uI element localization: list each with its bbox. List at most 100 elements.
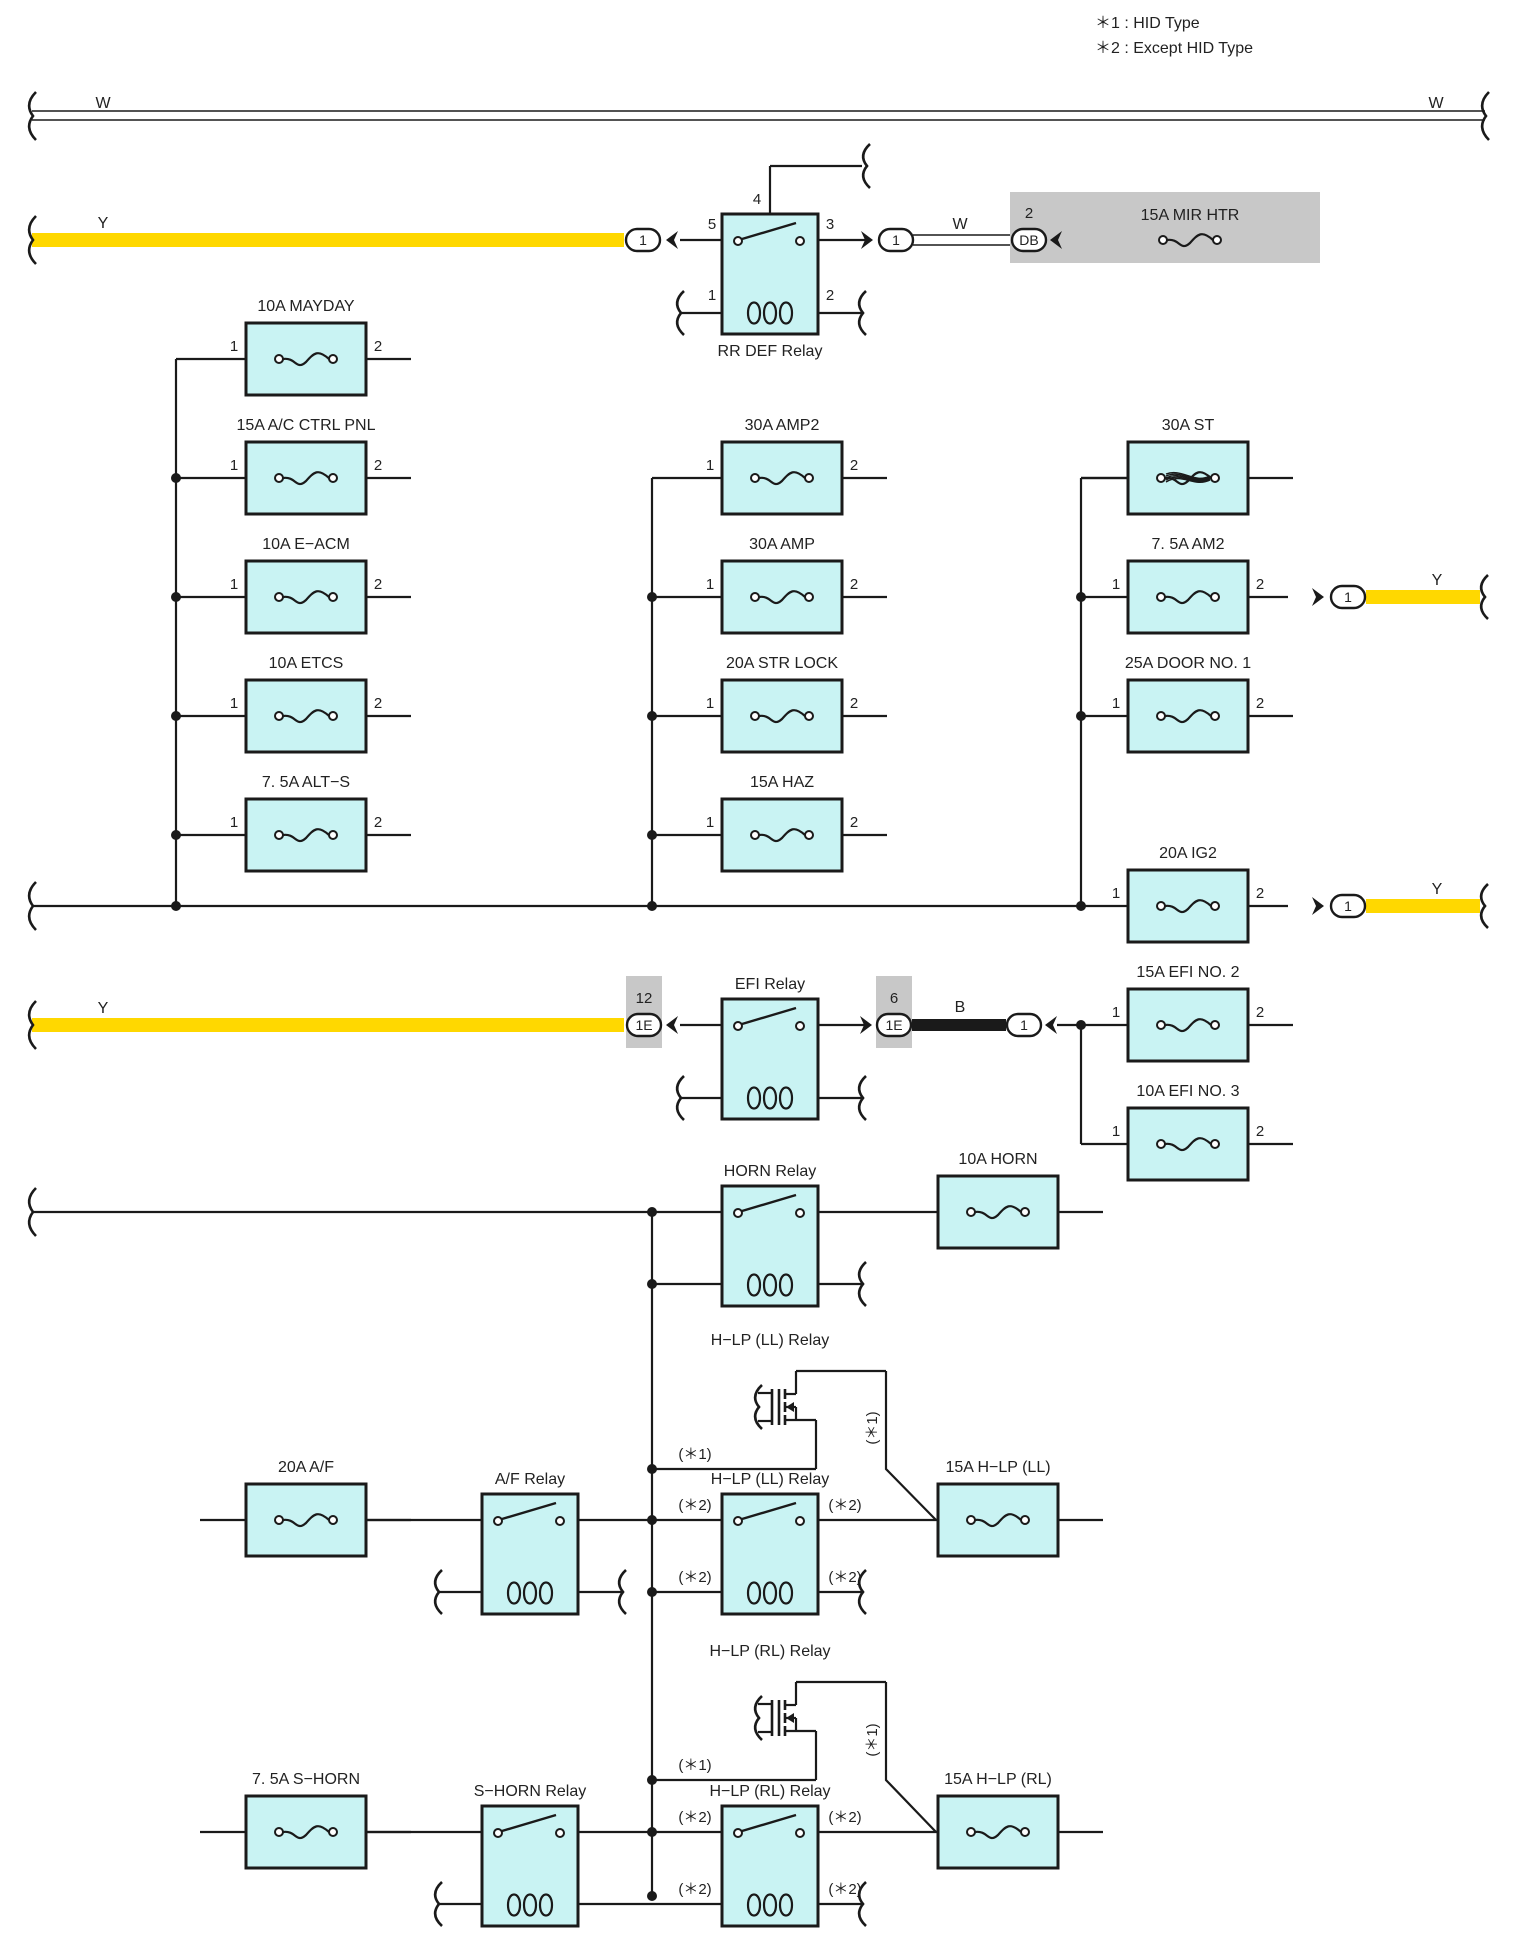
fuse-terminal [274,354,284,364]
relay-af [480,1492,580,1616]
relay-coil [746,301,794,325]
fuse-terminal [328,473,338,483]
relay-coil [506,1893,554,1917]
pin-number: 1 [1112,1123,1120,1140]
fuse-door-no1 [1126,678,1250,754]
fuse-terminal [1156,473,1166,483]
note-except: (＊2) [828,1497,861,1514]
connector-arrow [861,231,873,249]
fuse-terminal [750,592,760,602]
fuse-terminal [1210,901,1220,911]
junction-dot [647,1827,657,1837]
fuse-s-horn [244,1794,368,1870]
wire-color-label: W [952,216,968,233]
fuse-element [1164,1137,1212,1152]
fuse-terminal [1158,235,1168,245]
connector-1 [1005,1012,1043,1038]
fuse-terminal [966,1827,976,1837]
fuse-terminal [804,592,814,602]
fuse-terminal [1210,1139,1220,1149]
fuse-terminal [274,473,284,483]
fuse-element [1164,709,1212,724]
fuse-terminal [1210,1020,1220,1030]
pin-number: 1 [230,576,238,593]
connector-1e [875,1012,913,1038]
fuse-terminal [804,830,814,840]
relay-label-s-horn: S−HORN Relay [474,1783,586,1800]
fuse-element [1165,471,1211,479]
fuse-label-af: 20A A/F [278,1459,334,1476]
relay-coil [746,1581,794,1605]
pin-number: 1 [706,576,714,593]
relay-label-efi: EFI Relay [735,976,805,993]
fuse-box [720,678,844,754]
label: 2 [1025,205,1033,222]
relay-box [480,1492,580,1616]
fuse-label-alt-s: 7. 5A ALT−S [262,774,350,791]
fuse-box [1126,987,1250,1063]
junction-dot [647,1207,657,1217]
fuse-element [1165,477,1211,483]
break-mark [1480,91,1490,141]
fuse-hlp-ll [936,1482,1060,1558]
pin-number: 1 [706,457,714,474]
fuse-box [936,1794,1060,1870]
break-mark [857,1261,867,1307]
connector-code: 1 [1344,589,1352,605]
fuse-label-horn: 10A HORN [958,1151,1037,1168]
label: 2 [826,287,834,304]
break-mark [753,1384,763,1430]
connector-db-area [1010,192,1320,263]
contact [555,1828,565,1838]
pin-number: 2 [374,338,382,355]
junction-dot [647,592,657,602]
fuse-terminal [966,1515,976,1525]
pin-number: 2 [1256,885,1264,902]
fuse-element [282,352,330,367]
junction-dot [1076,592,1086,602]
fuse-terminal [328,354,338,364]
wire-color-label: W [1428,95,1444,112]
fuse-box [244,678,368,754]
fuse-element [282,1825,330,1840]
connector-1 [1329,893,1367,919]
fuse-str-lock [720,678,844,754]
break-mark [617,1569,627,1615]
switch-arm [501,1813,557,1833]
wire-color-label: Y [98,1000,109,1017]
note-except: (＊2) [828,1881,861,1898]
fuse-terminal [1020,1207,1030,1217]
pin-number: 1 [1112,576,1120,593]
contact [733,1828,743,1838]
fuse-box [1126,678,1250,754]
fuse-label-ig2: 20A IG2 [1159,845,1217,862]
break-mark [861,143,871,189]
fuse-terminal [328,1515,338,1525]
fuse-label-amp2: 30A AMP2 [745,417,820,434]
fuse-terminal [328,1827,338,1837]
break-mark [27,91,37,141]
fuse-efi-no3 [1126,1106,1250,1182]
connector-arrow [666,231,678,249]
wire-color-label: Y [1432,881,1443,898]
relay-box [720,1492,820,1616]
connector-arrow [1045,1016,1057,1034]
fuse-element [1164,899,1212,914]
fuse-terminal [1020,1515,1030,1525]
fuse-terminal [804,711,814,721]
fuse-terminal [1156,901,1166,911]
break-mark [753,1695,763,1741]
contact [795,236,805,246]
fuse-element [758,471,806,486]
note-hid: (＊1) [678,1446,711,1463]
contact [493,1516,503,1526]
fuse-box [1126,1106,1250,1182]
relay-label-horn: HORN Relay [724,1163,816,1180]
fuse-ig2 [1126,868,1250,944]
relay-coil [746,1086,794,1110]
fuse-label-str-lock: 20A STR LOCK [726,655,838,672]
break-mark [27,215,37,265]
fuse-box [720,797,844,873]
